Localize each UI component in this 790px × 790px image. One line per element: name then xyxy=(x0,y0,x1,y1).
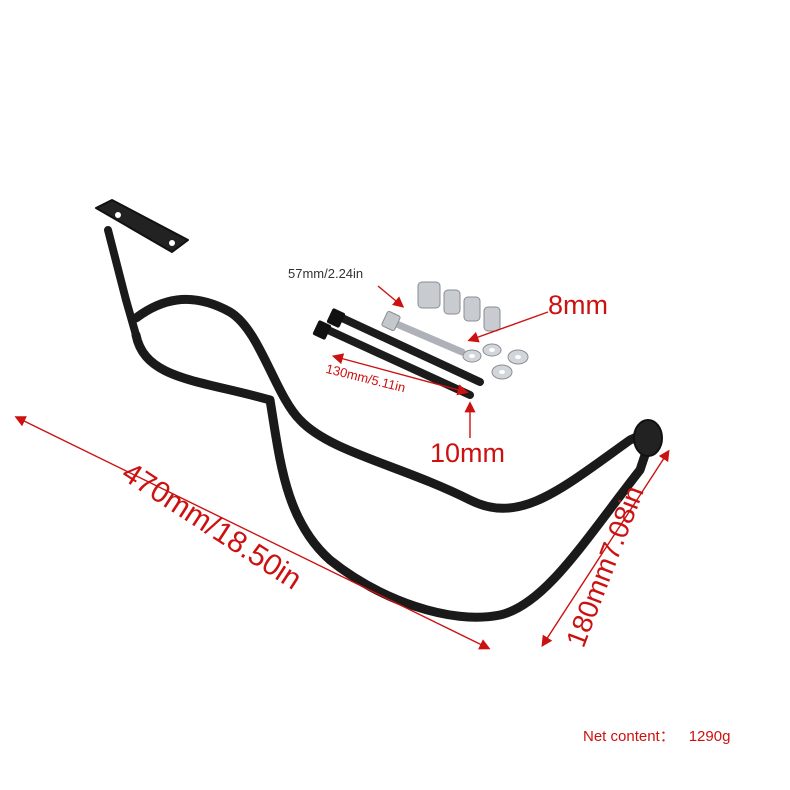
arrow-8mm xyxy=(467,311,549,343)
plate-hole xyxy=(115,212,121,218)
net-content-label: Net content： xyxy=(583,728,675,745)
net-content-value: 1290g xyxy=(688,728,731,745)
spacer xyxy=(417,281,441,309)
short-bolt-head xyxy=(381,310,401,332)
arrow-470mm xyxy=(14,416,491,650)
short-bolt xyxy=(388,318,466,356)
dimension-lines xyxy=(14,285,670,650)
end-tube xyxy=(633,419,663,457)
bar-stem xyxy=(104,226,140,339)
net-content: Net content： 1290g xyxy=(583,725,744,746)
plate-hole xyxy=(169,240,175,246)
spacer xyxy=(463,296,481,322)
bolt-diameter-label: 10mm xyxy=(430,438,506,468)
bolt-head xyxy=(326,308,346,328)
arrow-57mm xyxy=(377,285,405,308)
spacer xyxy=(483,306,501,332)
bolt-head xyxy=(312,320,332,340)
crash-bar xyxy=(95,199,663,622)
spacer xyxy=(443,289,461,315)
arrow-180mm xyxy=(541,449,670,648)
bolt-spec-label: 57mm/2.24in xyxy=(288,266,364,281)
arrow-130mm xyxy=(331,353,469,396)
spacer-spec-label: 8mm xyxy=(548,290,608,320)
